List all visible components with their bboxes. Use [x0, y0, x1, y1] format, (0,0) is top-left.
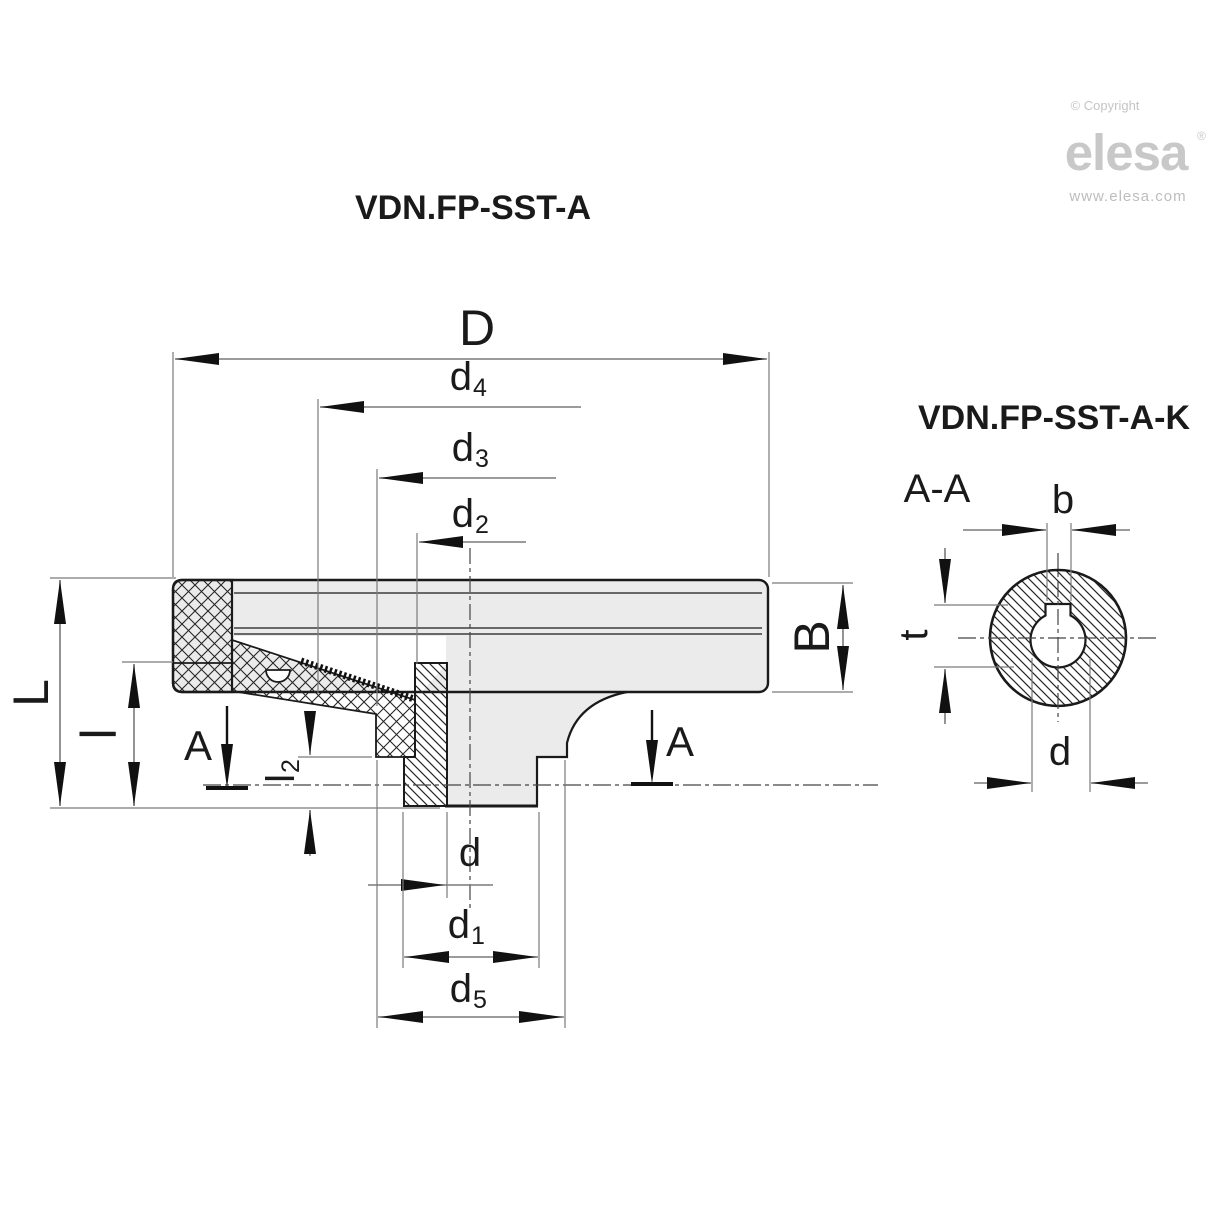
hub-profile: [535, 690, 628, 806]
hub-fill: [447, 692, 627, 757]
cavity-void: [234, 636, 446, 700]
elesa-logo: elesa: [1065, 124, 1189, 181]
dim-label-d: d: [459, 831, 481, 875]
side-title: VDN.FP-SST-A-K: [918, 399, 1190, 437]
dim-label-d2-sub: 2: [475, 511, 489, 539]
dim-label-d1-sub: 1: [471, 922, 485, 950]
main-title: VDN.FP-SST-A: [355, 189, 591, 227]
boss-fill: [447, 757, 537, 806]
section-label-A-left: A: [184, 722, 212, 769]
dim-label-l2-sub: 2: [277, 759, 305, 773]
dim-label-d2: d: [452, 492, 474, 536]
dim-label-d4-sub: 4: [473, 374, 487, 402]
section-view: b t d A-A: [892, 467, 1160, 792]
elesa-logo-reg: ®: [1197, 129, 1206, 143]
dim-label-d5: d: [450, 967, 472, 1011]
dim-label-B: B: [784, 620, 840, 653]
dim-label-d3-sub: 3: [475, 445, 489, 473]
main-view: D d 4 d 3 d 2 d d 1: [3, 300, 878, 1028]
dim-label-D: D: [459, 300, 495, 356]
copyright-text: © Copyright: [1071, 98, 1140, 113]
section-label-A-right: A: [666, 718, 694, 765]
insert-section-hatched: [403, 662, 448, 807]
dim-label-b: b: [1052, 478, 1074, 522]
dim-label-d4: d: [450, 355, 472, 399]
dim-label-d5-sub: 5: [473, 986, 487, 1014]
dim-label-d1: d: [448, 903, 470, 947]
bore-with-keyway: [1029, 602, 1087, 669]
branding: © Copyright elesa ® www.elesa.com: [1065, 98, 1206, 205]
dim-label-t: t: [892, 629, 936, 640]
rim-section-hatched: [171, 578, 234, 694]
dim-label-l2: l: [259, 774, 303, 783]
section-name-label: A-A: [904, 467, 971, 511]
dim-label-l: l: [71, 728, 127, 739]
elesa-url: www.elesa.com: [1068, 188, 1186, 205]
dim-label-d-bore: d: [1049, 730, 1071, 774]
web-hole-notch: [265, 669, 291, 683]
dim-label-d3: d: [452, 426, 474, 470]
dim-label-L: L: [3, 679, 59, 707]
